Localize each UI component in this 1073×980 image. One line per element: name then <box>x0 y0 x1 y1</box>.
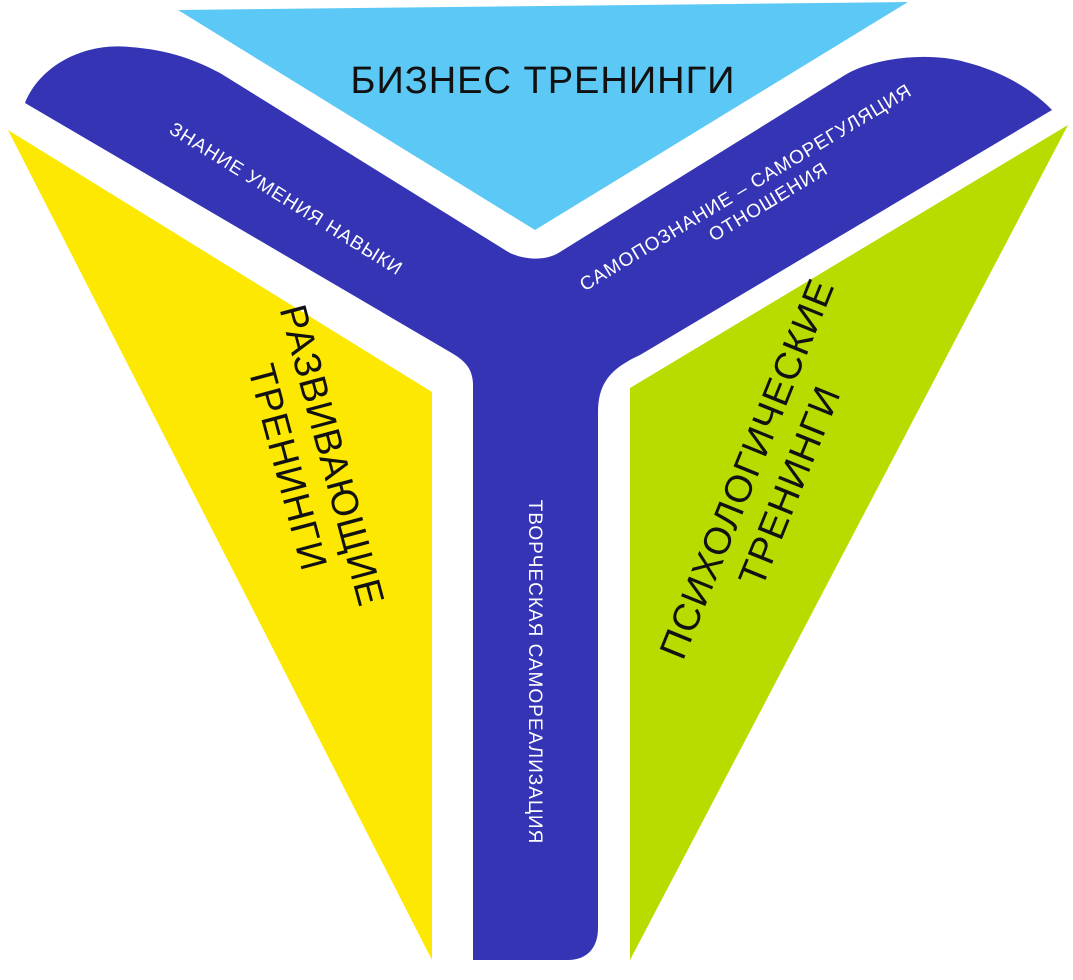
business-trainings-segment <box>178 2 908 230</box>
y-band <box>25 46 1052 961</box>
stem-label: ТВОРЧЕСКАЯ САМОРЕАЛИЗАЦИЯ <box>524 500 545 845</box>
psychological-trainings-segment <box>630 125 1068 960</box>
business-trainings-label: БИЗНЕС ТРЕНИНГИ <box>351 60 736 102</box>
developing-trainings-segment <box>8 130 432 960</box>
